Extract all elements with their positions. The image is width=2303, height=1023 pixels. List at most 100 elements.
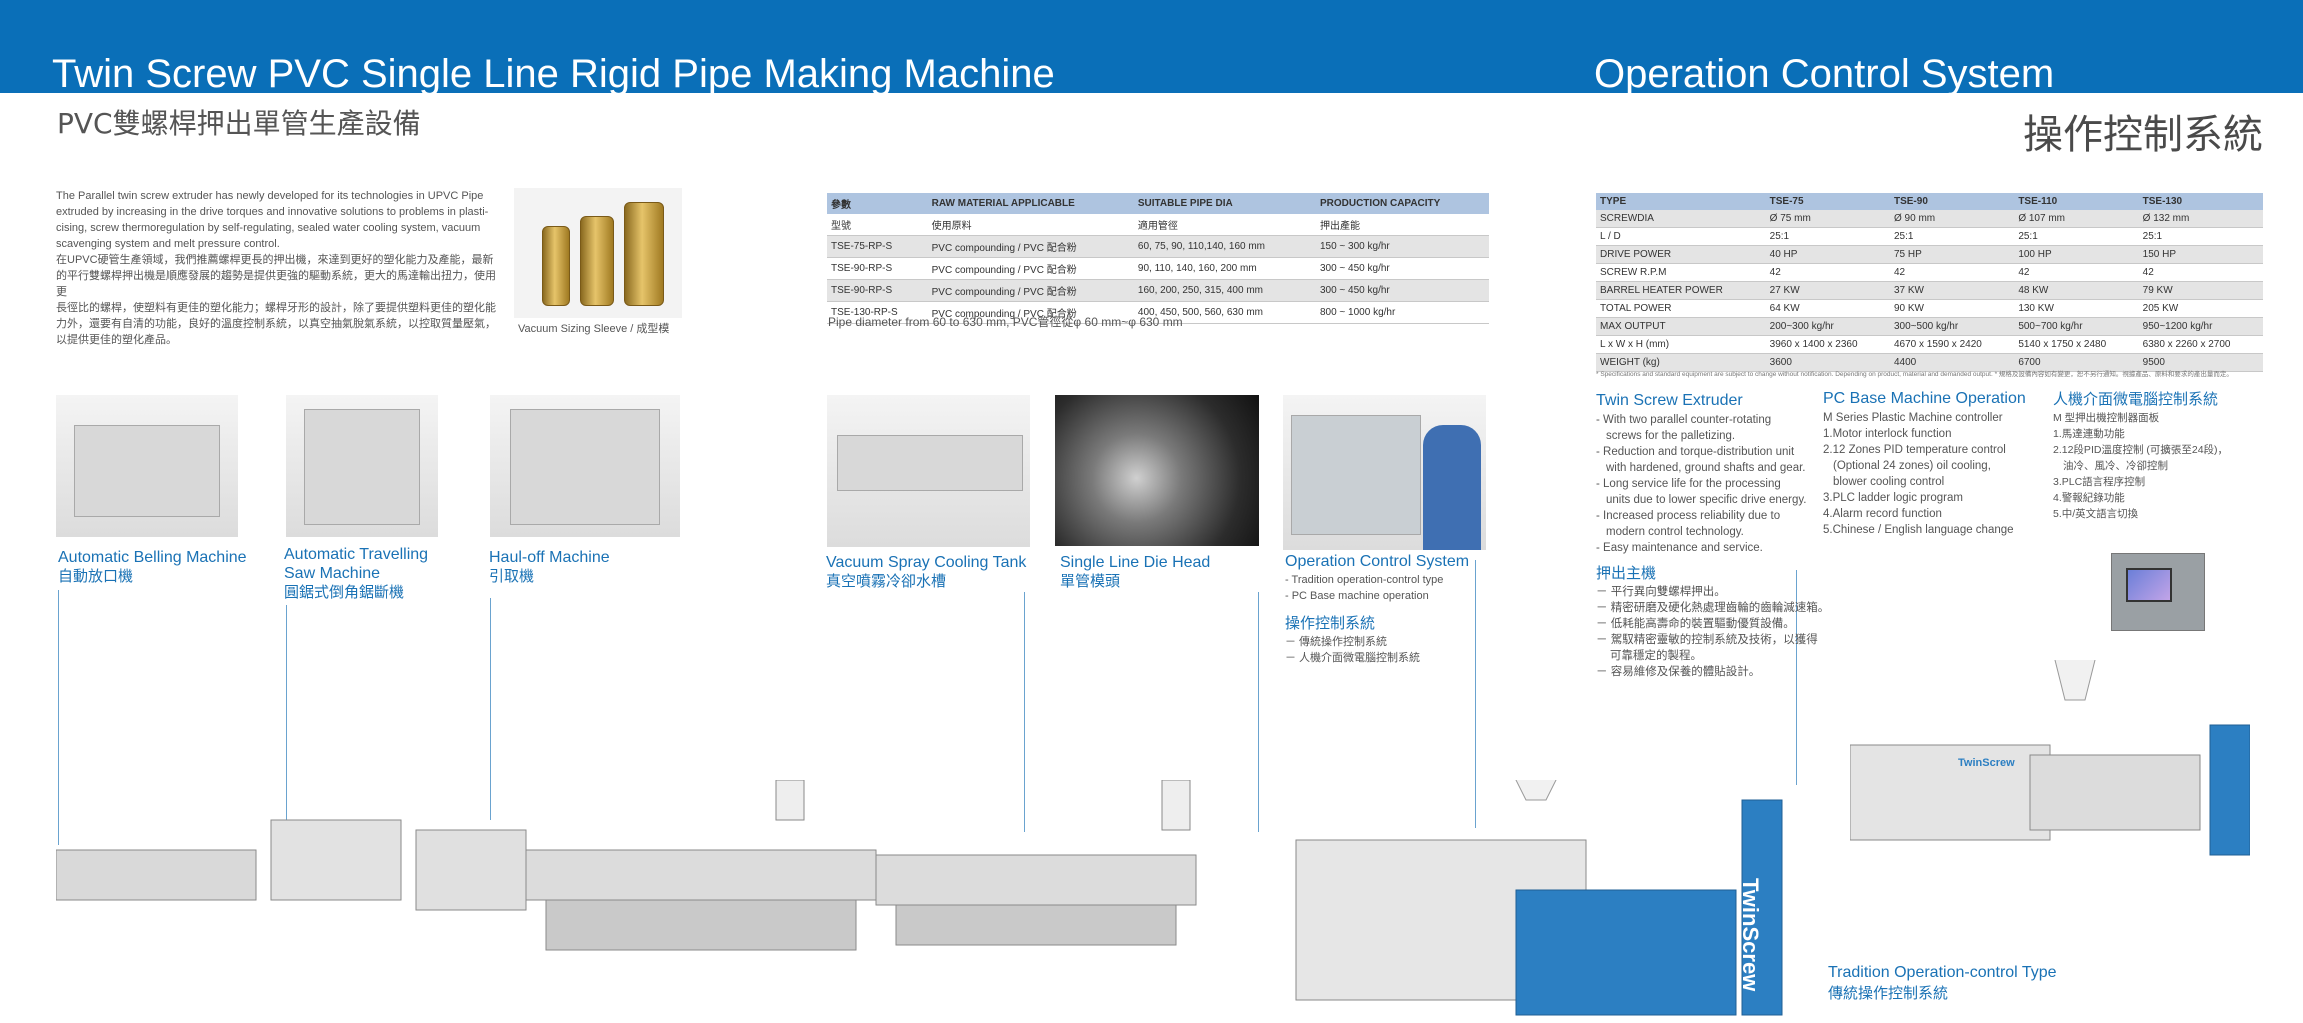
table-cell: 300 ~ 450 kg/hr xyxy=(1315,279,1489,302)
table-cell: 200~300 kg/hr xyxy=(1765,317,1890,336)
haul-off-unit xyxy=(415,829,527,911)
table-cell: 90, 110, 140, 160, 200 mm xyxy=(1133,257,1316,280)
twin-screw-title: Twin Screw Extruder xyxy=(1596,392,1743,409)
table-cell: PVC compounding / PVC 配合粉 xyxy=(927,279,1134,302)
tradition-type-label: Tradition Operation-control Type 傳統操作控制系… xyxy=(1828,963,2057,1003)
table-cell: 60, 75, 90, 110,140, 160 mm xyxy=(1133,235,1316,258)
production-line-illustration xyxy=(56,780,1783,1016)
pipe-diameter-note: Pipe diameter from 60 to 630 mm, PVC管徑從φ… xyxy=(828,315,1183,329)
spec-footnote: * Specifications and standard equipment … xyxy=(1596,371,2233,378)
ocs-item-zh: － 傳統操作控制系統 xyxy=(1285,636,1388,648)
list-item: - Increased process reliability due to xyxy=(1596,510,1781,522)
table-cell: 37 KW xyxy=(1889,281,2015,300)
leader-line xyxy=(490,598,491,820)
table-header: TYPE xyxy=(1596,193,1766,210)
list-item: 3.PLC ladder logic program xyxy=(1823,492,1963,504)
table-cell: 42 xyxy=(1765,263,1890,282)
intro-en-line: extruded by increasing in the drive torq… xyxy=(56,206,489,218)
table-header-row: TYPE TSE-75 TSE-90 TSE-110 TSE-130 xyxy=(1596,193,2263,210)
table-cell: 79 KW xyxy=(2138,281,2263,300)
table-cell: 27 KW xyxy=(1765,281,1890,300)
table-cell: 3960 x 1400 x 2360 xyxy=(1765,335,1890,354)
section-subtitle-zh: 操作控制系統 xyxy=(2023,112,2263,158)
label-en: Single Line Die Head xyxy=(1060,554,1211,571)
hmi-screen xyxy=(2126,568,2172,602)
table-cell: TSE-75-RP-S xyxy=(827,235,928,258)
label-haul-off: Haul-off Machine 引取機 xyxy=(489,548,610,586)
cooling-tank-2-base xyxy=(895,904,1177,946)
saw-unit xyxy=(270,819,402,901)
pc-base-title: PC Base Machine Operation xyxy=(1823,390,2026,407)
pc-base-block: PC Base Machine Operation M Series Plast… xyxy=(1823,388,2026,538)
table-cell: 40 HP xyxy=(1765,245,1890,264)
intro-en-line: The Parallel twin screw extruder has new… xyxy=(56,190,484,202)
pc-base-extruder-illustration xyxy=(1850,660,2250,856)
table-cell: 6700 xyxy=(2014,353,2139,372)
table-cell: 42 xyxy=(1889,263,2015,282)
list-item: - Long service life for the processing xyxy=(1596,478,1781,490)
list-item: screws for the palletizing. xyxy=(1606,430,1736,442)
sleeve-caption: Vacuum Sizing Sleeve / 成型模 xyxy=(518,323,670,335)
intro-en-line: scavenging system and melt pressure cont… xyxy=(56,238,280,250)
haul-off-photo xyxy=(490,395,680,537)
table-cell: Ø 75 mm xyxy=(1765,210,1890,228)
label-zh: 傳統操作控制系統 xyxy=(1828,984,1949,1002)
list-item: - Reduction and torque-distribution unit xyxy=(1596,446,1795,458)
brand-logo: TwinScrew xyxy=(1500,742,1557,754)
table-cell: 25:1 xyxy=(1765,227,1890,246)
twin-screw-title-zh: 押出主機 xyxy=(1596,564,1657,582)
belling-unit xyxy=(56,849,257,901)
production-table: 參數 RAW MATERIAL APPLICABLE SUITABLE PIPE… xyxy=(827,193,1489,324)
list-item: － 低耗能高壽命的裝置驅動優質設備。 xyxy=(1596,618,1795,630)
hmi-panel-photo xyxy=(2111,553,2205,631)
table-cell: 25:1 xyxy=(2138,227,2263,246)
table-cell: 4400 xyxy=(1889,353,2015,372)
table-cell: 6380 x 2260 x 2700 xyxy=(2138,335,2263,354)
leader-line xyxy=(1024,592,1025,832)
table-cell: 42 xyxy=(2138,263,2263,282)
machine-body xyxy=(837,435,1023,491)
list-item: 2.12段PID溫度控制 (可擴張至24段)， xyxy=(2053,444,2229,456)
table-cell: PVC compounding / PVC 配合粉 xyxy=(927,257,1134,280)
table-cell: 75 HP xyxy=(1889,245,2015,264)
table-cell: 300~500 kg/hr xyxy=(1889,317,2015,336)
table-cell: 950~1200 kg/hr xyxy=(2138,317,2263,336)
table-cell: 25:1 xyxy=(2014,227,2139,246)
table-cell: 3600 xyxy=(1765,353,1890,372)
table-cell: WEIGHT (kg) xyxy=(1596,353,1766,372)
table-cell: 205 KW xyxy=(2138,299,2263,318)
leader-line xyxy=(286,605,287,827)
label-zh: 自動放口機 xyxy=(58,567,134,585)
label-zh: 單管模頭 xyxy=(1060,572,1121,590)
list-item: 油冷、風冷、冷卻控制 xyxy=(2063,460,2168,472)
table-cell: 押出產能 xyxy=(1315,214,1489,236)
table-cell: TOTAL POWER xyxy=(1596,299,1766,318)
page-subtitle-zh: PVC雙螺桿押出單管生產設備 xyxy=(57,107,421,140)
table-cell: 90 KW xyxy=(1889,299,2015,318)
table-row: TSE-75-RP-S PVC compounding / PVC 配合粉 60… xyxy=(827,235,1489,258)
table-cell: SCREW R.P.M xyxy=(1596,263,1766,282)
operator-figure xyxy=(1423,425,1481,550)
label-die-head: Single Line Die Head 單管模頭 xyxy=(1060,553,1210,591)
label-belling-machine: Automatic Belling Machine 自動放口機 xyxy=(58,548,247,586)
list-item: M 型押出機控制器面板 xyxy=(2053,412,2160,424)
table-cell: 800 ~ 1000 kg/hr xyxy=(1315,301,1489,324)
ocs-item: - PC Base machine operation xyxy=(1285,590,1429,602)
intro-text: The Parallel twin screw extruder has new… xyxy=(56,188,496,348)
twin-screw-list: - With two parallel counter-rotating scr… xyxy=(1596,412,1829,556)
table-cell: Ø 132 mm xyxy=(2138,210,2263,228)
list-item: 1.馬達連動功能 xyxy=(2053,428,2125,440)
table-cell: 160, 200, 250, 315, 400 mm xyxy=(1133,279,1316,302)
table-cell: 適用管徑 xyxy=(1133,214,1316,236)
intro-zh-line: 在UPVC硬管生產領域，我們推薦螺桿更長的押出機，來達到更好的塑化能力及產能，最… xyxy=(56,254,494,266)
table-row: 型號 使用原料 適用管徑 押出產能 xyxy=(827,214,1489,236)
table-cell: TSE-90-RP-S xyxy=(827,279,928,302)
pc-base-list: M Series Plastic Machine controller 1.Mo… xyxy=(1823,410,2026,538)
table-row: TSE-130-RP-S PVC compounding / PVC 配合粉 4… xyxy=(827,301,1489,324)
leader-line xyxy=(1475,560,1476,828)
list-item: － 駕馭精密靈敏的控制系統及技術，以獲得 xyxy=(1596,634,1818,646)
table-cell: 300 ~ 450 kg/hr xyxy=(1315,257,1489,280)
extruder-hopper xyxy=(1515,780,1557,801)
table-cell: 400, 450, 500, 560, 630 mm xyxy=(1133,301,1316,324)
saw-machine-photo xyxy=(286,395,438,537)
